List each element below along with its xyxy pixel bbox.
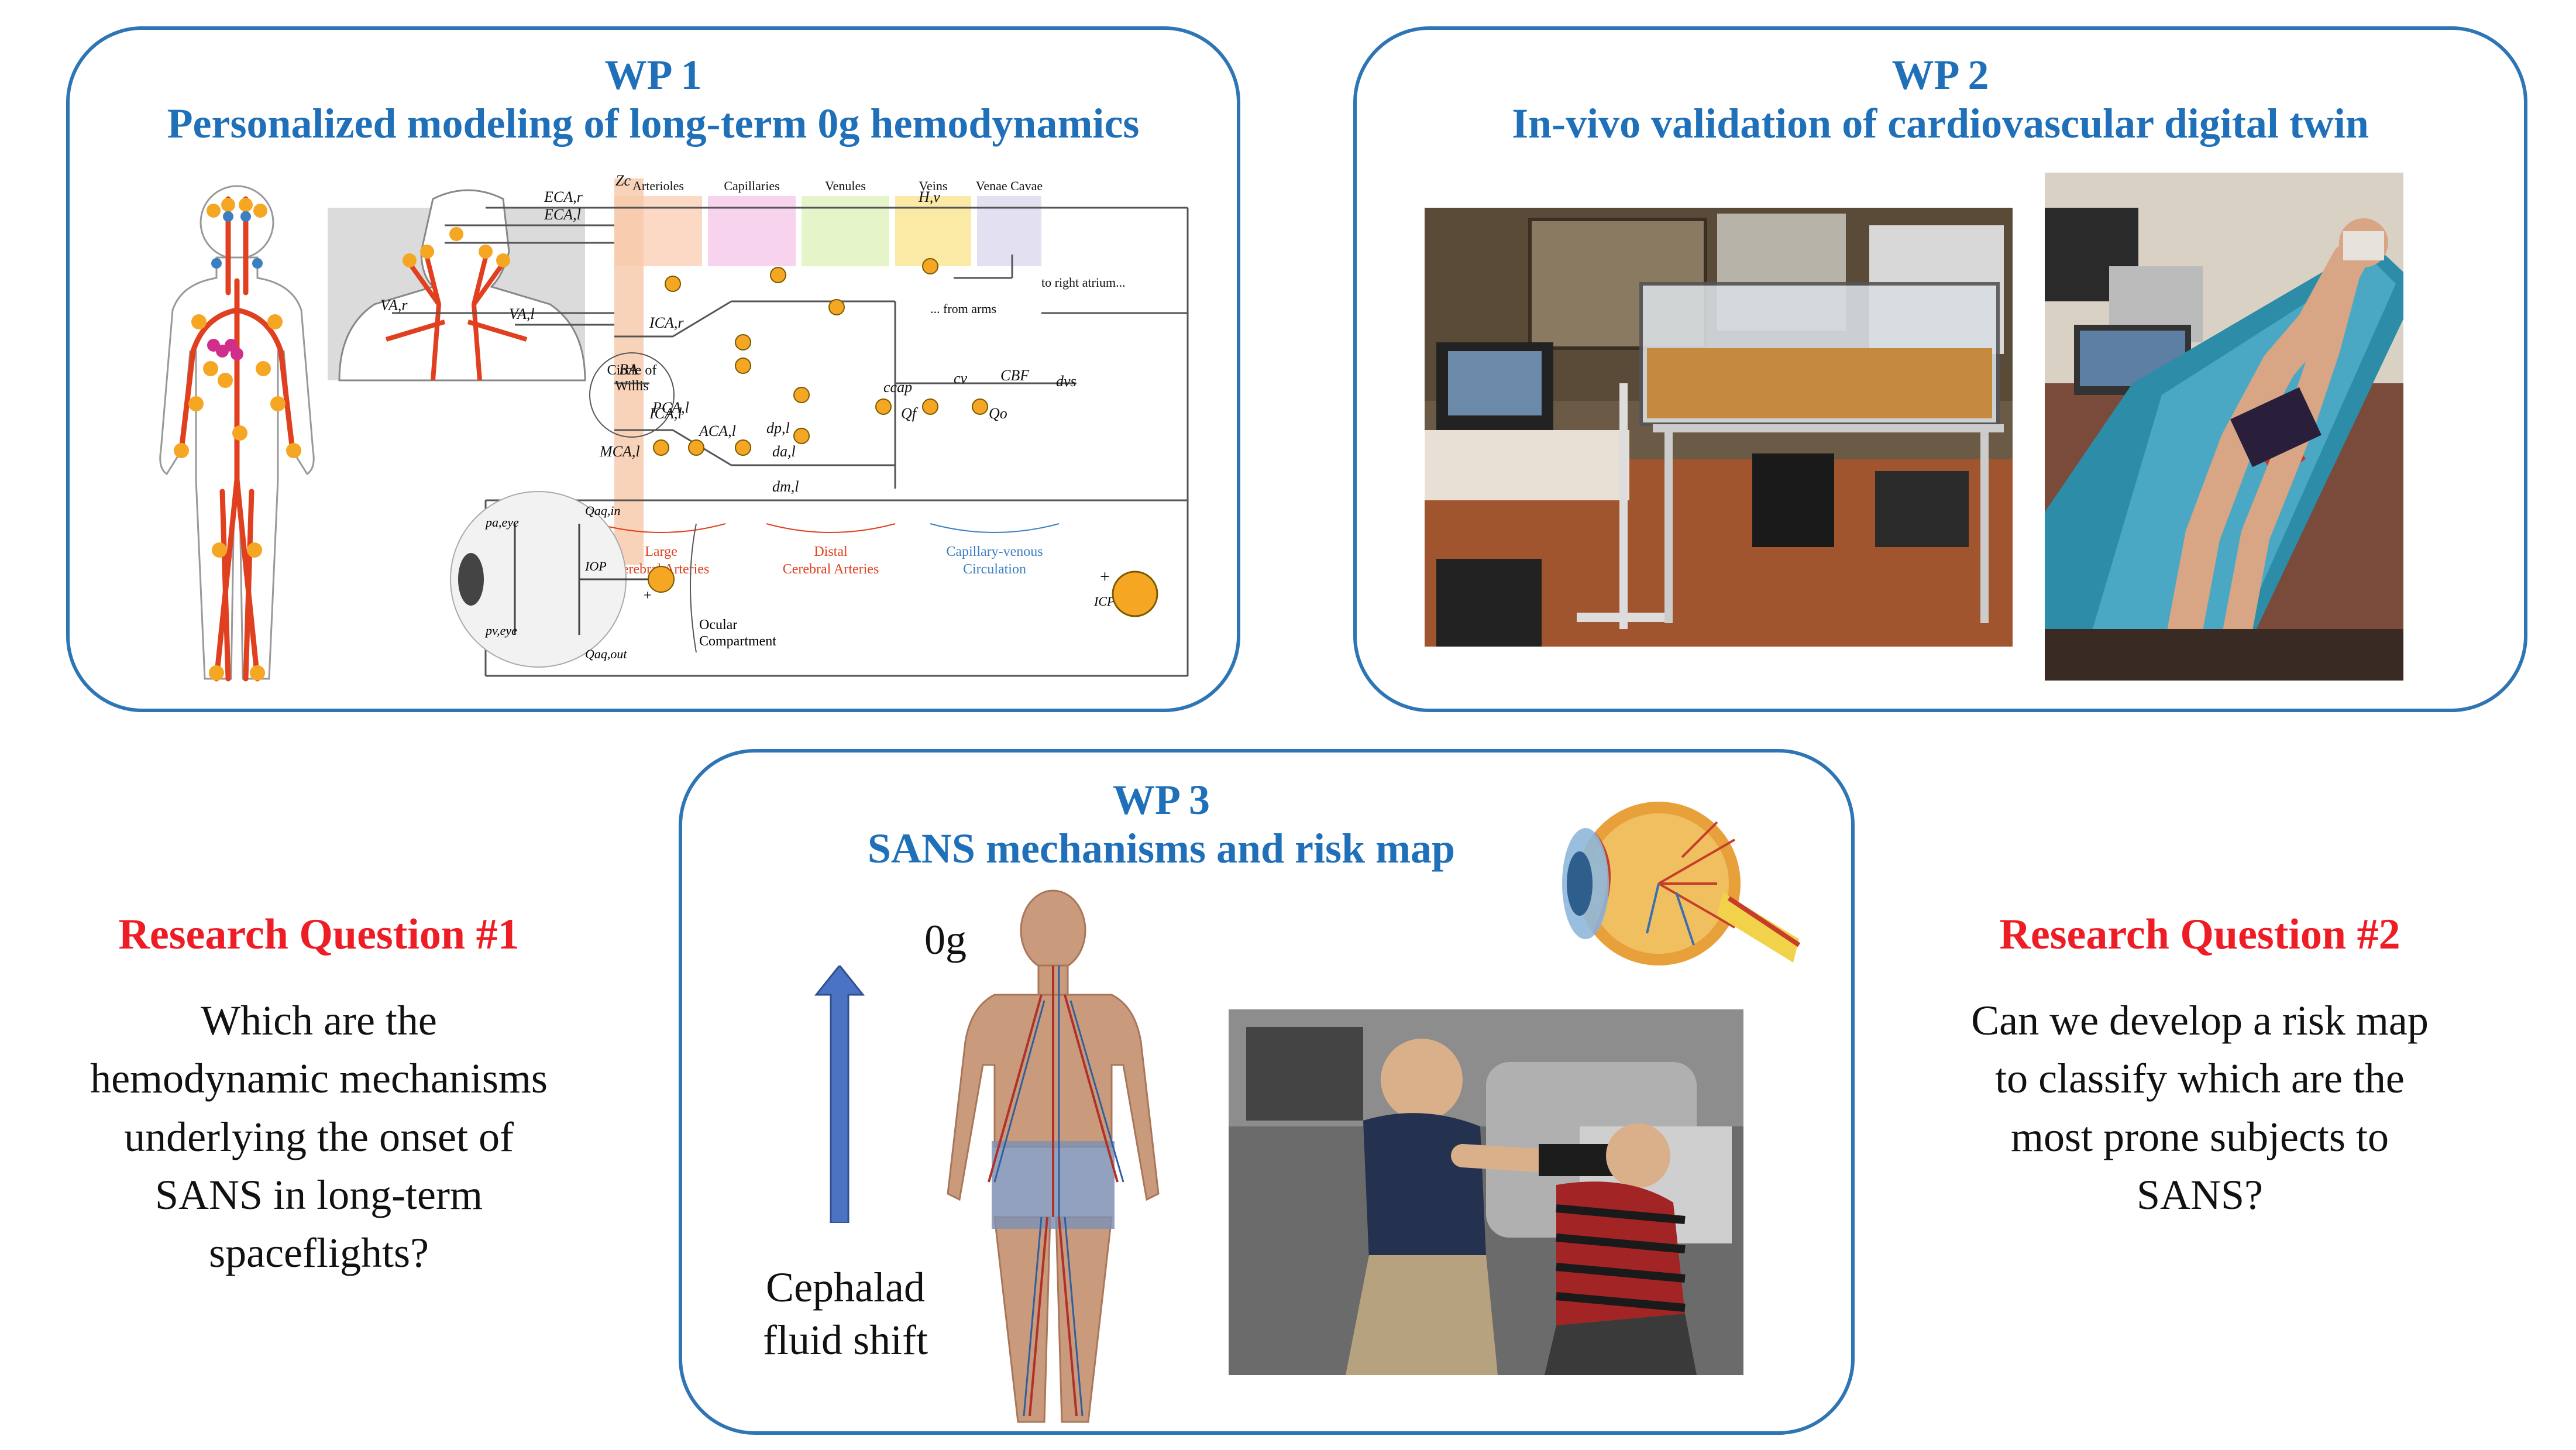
icp-label: ICP — [1093, 594, 1115, 609]
body-circulation-figure — [159, 185, 315, 682]
ocular-line2: Compartment — [699, 634, 776, 649]
q-aq-out-label: Qaq,out — [585, 647, 627, 661]
iop-plus-sign: + — [644, 588, 652, 603]
wp1-title: Personalized modeling of long-term 0g he… — [167, 99, 1140, 147]
rq1-line: Which are the — [201, 997, 437, 1044]
rq1-title: Research Question #1 — [118, 910, 520, 958]
rq2-line: SANS? — [2136, 1171, 2264, 1219]
wp2-label: WP 2 — [1891, 51, 1989, 98]
ba-label: BA — [619, 361, 638, 378]
va-r-label: VA,r — [380, 297, 408, 314]
cephalad-shift-text: Cephalad fluid shift — [740, 1261, 951, 1366]
arterioles-label: Arterioles — [632, 178, 684, 193]
iop-label: IOP — [584, 559, 607, 573]
ica-r-label: ICA,r — [649, 314, 684, 331]
wp2-heading: WP 2 In-vivo validation of cardiovascula… — [1357, 51, 2524, 148]
from-arms-label: ... from arms — [930, 301, 996, 316]
rq1-body: Which are the hemodynamic mechanisms und… — [35, 992, 603, 1283]
distal-arteries-line1: Distal — [814, 544, 848, 559]
eye-anatomy-illustration — [1562, 802, 1801, 965]
veins-label: Veins — [919, 178, 948, 193]
cephalad-line1: Cephalad — [766, 1264, 925, 1311]
pupil — [458, 553, 484, 606]
circle-of-willis-line2: Willis — [615, 379, 649, 394]
rq1-line: spaceflights? — [209, 1229, 429, 1277]
wp2-title: In-vivo validation of cardiovascular dig… — [1512, 99, 2369, 147]
icp-source-icon — [1112, 571, 1158, 617]
circuit-wiring: Zc Arterioles Capillaries Venules Veins … — [380, 173, 1189, 677]
rq2-line: Can we develop a risk map — [1971, 997, 2429, 1044]
rq1-line: hemodynamic mechanisms — [90, 1055, 548, 1102]
dm-l-label: dm,l — [772, 478, 799, 495]
pa-eye-label: pa,eye — [484, 515, 519, 530]
zc-label: Zc — [615, 173, 631, 189]
large-arteries-line1: Large — [645, 544, 677, 559]
rq2-line: to classify which are the — [1995, 1055, 2405, 1102]
rq2-line: most prone subjects to — [2011, 1113, 2389, 1160]
eca-r-label: ECA,r — [544, 188, 583, 205]
va-l-label: VA,l — [509, 305, 535, 322]
da-l-label: da,l — [772, 443, 796, 460]
wp3-label: WP 3 — [1112, 776, 1210, 823]
ccap-label: ccap — [883, 379, 912, 396]
q-aq-in-label: Qaq,in — [585, 503, 621, 518]
cephalad-line2: fluid shift — [763, 1317, 928, 1363]
to-right-atrium-label: to right atrium... — [1041, 275, 1126, 290]
qf-label: Qf — [901, 405, 919, 422]
tilt-table-photo — [2045, 173, 2403, 681]
venae-cavae-label: Venae Cavae — [976, 178, 1043, 193]
ica-l-label: ICA,l — [649, 405, 682, 422]
qo-label: Qo — [989, 405, 1007, 422]
rq2-body: Can we develop a risk map to classify wh… — [1919, 992, 2481, 1224]
ocular-line1: Ocular — [699, 617, 737, 633]
cv-label: cv — [954, 370, 968, 387]
cephalad-arrow — [814, 965, 865, 1223]
dvs-label: dvs — [1056, 373, 1077, 390]
capillary-venous-line1: Capillary-venous — [946, 544, 1043, 559]
pv-eye-label: pv,eye — [484, 623, 517, 638]
zero-g-label: 0g — [924, 916, 967, 963]
mca-l-label: MCA,l — [599, 443, 640, 460]
dp-l-label: dp,l — [766, 420, 790, 437]
iss-eye-exam-photo — [1229, 1009, 1743, 1375]
capillary-venous-line2: Circulation — [963, 562, 1026, 577]
rq1-line: underlying the onset of — [124, 1113, 514, 1160]
aca-l-label: ACA,l — [698, 422, 736, 439]
lab-chamber-photo — [1425, 208, 2013, 647]
icp-plus-sign: + — [1100, 567, 1110, 586]
human-vasculature-figure — [947, 889, 1160, 1423]
eca-l-label: ECA,l — [544, 206, 581, 223]
capillaries-label: Capillaries — [724, 178, 779, 193]
wp1-label: WP 1 — [604, 51, 702, 98]
rq1-line: SANS in long-term — [154, 1171, 483, 1219]
cbf-label: CBF — [1000, 367, 1030, 384]
head-neck-inset — [328, 189, 586, 382]
hv-label: H,v — [918, 188, 940, 205]
circle-of-willis-line1: Circle of — [607, 363, 657, 378]
wp1-heading: WP 1 Personalized modeling of long-term … — [70, 51, 1237, 148]
pca-l-label: PCA,l — [652, 399, 689, 416]
rq2-title: Research Question #2 — [1999, 910, 2400, 958]
wp3-heading: WP 3 SANS mechanisms and risk map — [717, 776, 1605, 873]
distal-arteries-line2: Cerebral Arteries — [783, 562, 879, 577]
venules-label: Venules — [825, 178, 866, 193]
wp3-title: SANS mechanisms and risk map — [867, 824, 1456, 872]
